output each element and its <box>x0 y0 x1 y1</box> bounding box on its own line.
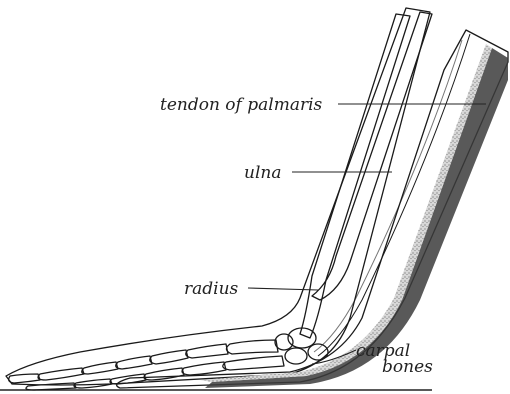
label-tendon-of-palmaris: tendon of palmaris <box>160 95 323 115</box>
radius-bone <box>300 14 410 338</box>
label-radius: radius <box>184 279 239 299</box>
label-ulna: ulna <box>244 163 281 183</box>
label-carpal-bones-line2: bones <box>382 357 433 377</box>
limb-skin-region <box>6 8 430 385</box>
radius-leader-line <box>248 288 318 290</box>
